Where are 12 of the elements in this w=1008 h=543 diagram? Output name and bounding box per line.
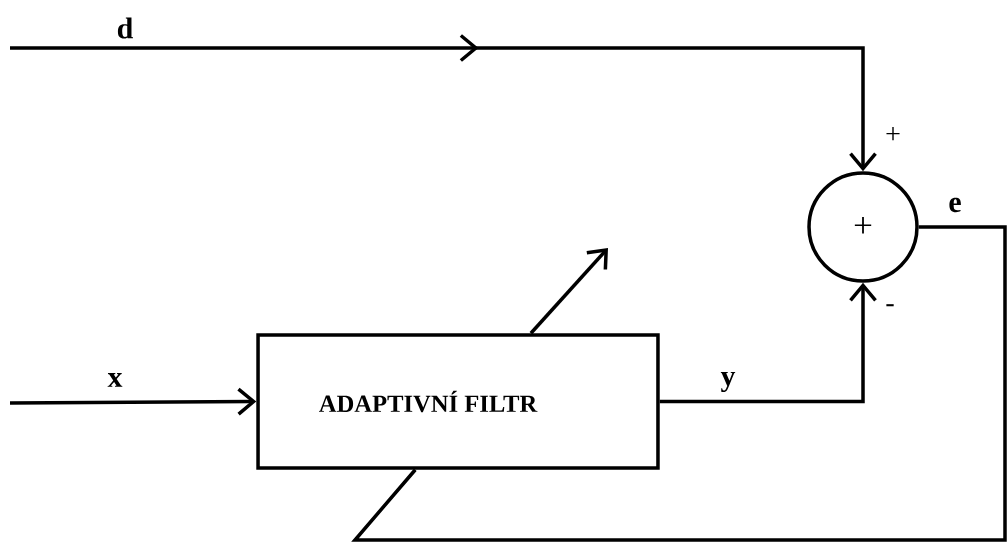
arrow <box>10 387 257 416</box>
feedback-line <box>351 225 1007 542</box>
arrow <box>659 282 877 404</box>
edge-label: e <box>949 197 961 213</box>
arrow <box>10 34 877 172</box>
sign-label: - <box>886 304 894 307</box>
filter-box: ADAPTIVNÍ FILTR <box>256 333 660 470</box>
sign-label: + <box>886 127 900 141</box>
edge-label: d <box>117 17 133 39</box>
edge-label: x <box>107 373 123 387</box>
summing-junction: + <box>807 171 919 283</box>
edge-label: y <box>720 371 736 393</box>
